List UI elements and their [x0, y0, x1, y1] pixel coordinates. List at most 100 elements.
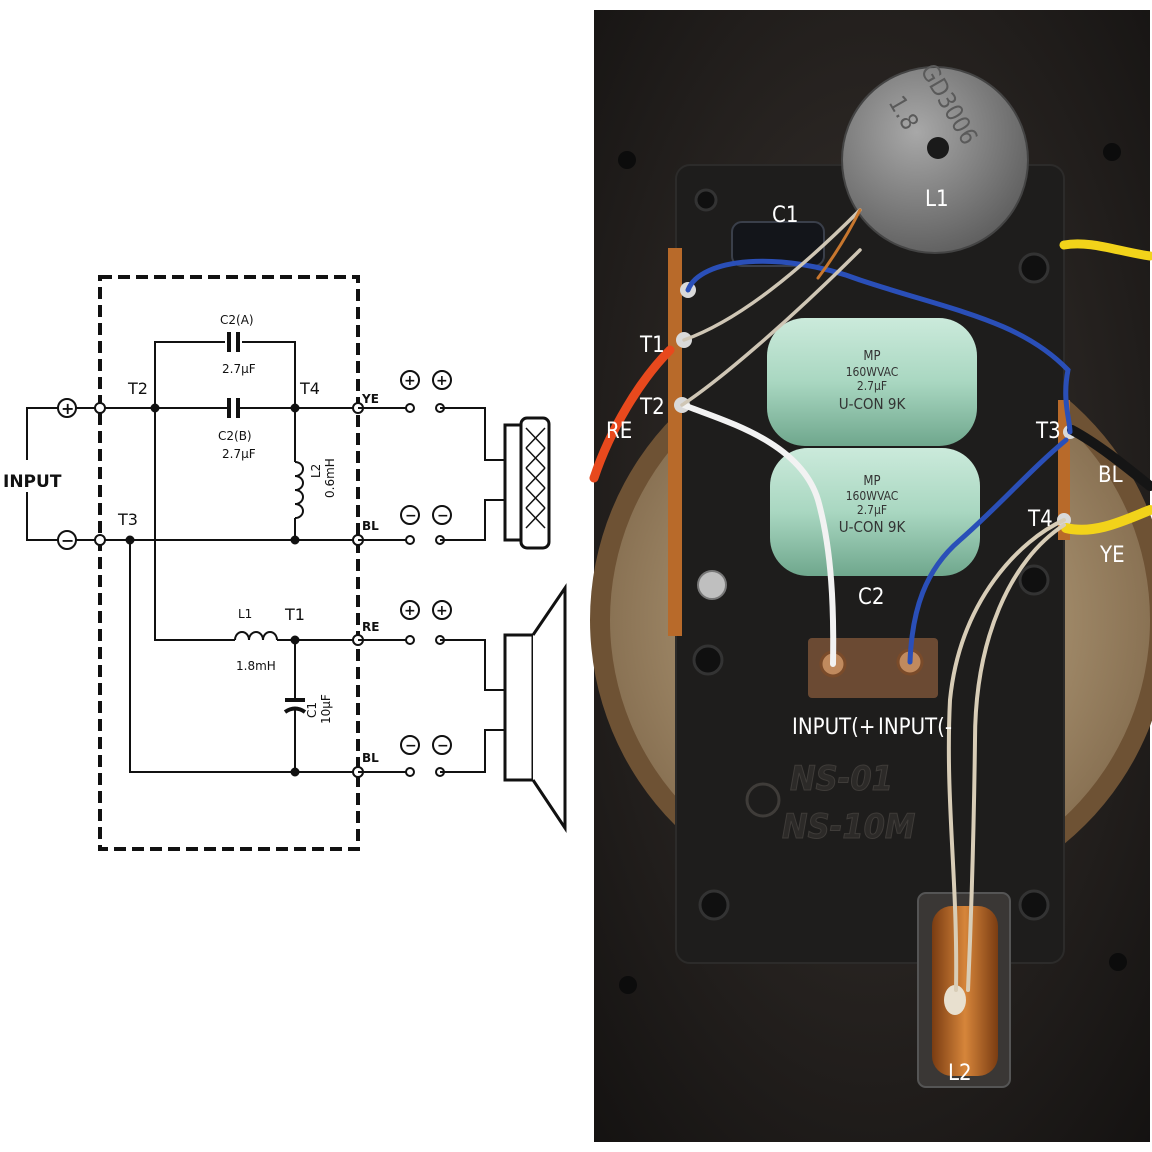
speaker-terminal-4 — [405, 767, 415, 777]
woofer-magnet — [503, 633, 535, 782]
black-wire — [1067, 425, 1152, 491]
yellow-wire-top — [1059, 239, 1152, 261]
c2a-branch — [154, 341, 225, 408]
cap-b-brand: MP — [863, 474, 880, 489]
polarity-minus-sign: − — [437, 738, 449, 754]
cap-a-rating: 160WVAC — [846, 365, 899, 379]
photo-label-t4: T4 — [1027, 507, 1053, 532]
c1-name: C1 — [305, 702, 319, 718]
red-wire — [589, 345, 675, 483]
cap-b-marking: MP 160WVAC 2.7μF U-CON 9K — [839, 474, 907, 536]
photo-label-l2: L2 — [948, 1061, 972, 1086]
woofer-lead-plus — [440, 639, 505, 691]
junction-t1 — [290, 635, 300, 645]
board-boss — [1018, 252, 1050, 284]
c2b-value: 2.7μF — [222, 447, 256, 461]
cap-b-value: 2.7μF — [857, 503, 887, 517]
board-marking-line2: NS-10M — [782, 807, 915, 847]
l2-coil-winding — [932, 906, 998, 1076]
photo-label-input-minus: INPUT(- — [878, 715, 952, 740]
c2a-branch-right — [242, 341, 296, 408]
polarity-minus-sign: − — [437, 508, 449, 524]
input-minus-symbol — [57, 530, 77, 550]
terminal-input-minus — [94, 534, 106, 546]
board-marking-line1: NS-01 — [790, 759, 893, 799]
photo-label-c1: C1 — [772, 203, 798, 228]
copper-lead-l1 — [816, 208, 862, 280]
polarity-minus-sign: − — [405, 738, 417, 754]
l2-coil-core — [944, 985, 966, 1015]
input-minus-sign: − — [61, 531, 74, 550]
polarity-plus-sign: + — [436, 373, 448, 389]
junction-l2-bottom — [290, 535, 300, 545]
board-boss — [698, 889, 730, 921]
polarity-plus-sign: + — [436, 603, 448, 619]
network-enclosure — [98, 275, 360, 851]
speaker-terminal-2 — [405, 535, 415, 545]
photo-label-t1: T1 — [639, 333, 665, 358]
board-boss — [1018, 564, 1050, 596]
polarity-plus-icon — [400, 600, 420, 620]
polarity-minus-icon — [400, 735, 420, 755]
photo-label-c2: C2 — [858, 585, 884, 610]
cap-a-brand: MP — [863, 349, 880, 364]
blue-wire-input — [907, 437, 1069, 665]
wire-label-re: RE — [362, 620, 379, 634]
c2a-value: 2.7μF — [222, 362, 256, 376]
photo-label-input-plus: INPUT(+ — [792, 715, 875, 740]
polarity-plus-sign: + — [404, 373, 416, 389]
crossover-photo: GD3006 1.8 MP 160WVAC 2.7μF U-CON 9K MP … — [589, 10, 1152, 1142]
l1-coil-body — [841, 66, 1029, 254]
clear-wire-l2-b — [966, 523, 1066, 992]
l1-value: 1.8mH — [236, 659, 276, 673]
baffle-hole — [618, 151, 636, 169]
wire-label-ye: YE — [361, 392, 379, 406]
speaker-terminal-3 — [405, 635, 415, 645]
c1-value: 10μF — [319, 694, 333, 724]
l1-name: L1 — [238, 607, 252, 621]
tweeter-body — [503, 423, 523, 542]
t1-label: T1 — [284, 605, 305, 624]
cap-b-series: U-CON 9K — [839, 518, 907, 536]
l2-name: L2 — [309, 464, 323, 478]
photo-label-t2: T2 — [639, 395, 665, 420]
c2-capacitor-b — [770, 448, 980, 576]
cap-a-value: 2.7μF — [857, 379, 887, 393]
polarity-plus-sign: + — [404, 603, 416, 619]
junction-t3 — [125, 535, 135, 545]
l1-coil — [234, 631, 278, 641]
board-boss — [692, 644, 724, 676]
baffle-hole — [1109, 953, 1127, 971]
tweeter-lead-plus — [440, 407, 505, 461]
c2a-name: C2(A) — [220, 313, 254, 327]
c2-capacitor-a — [767, 318, 977, 446]
t4-label: T4 — [299, 379, 320, 398]
polarity-plus-icon — [432, 600, 452, 620]
photo-label-l1: L1 — [925, 187, 949, 212]
tweeter-lead-minus — [440, 499, 505, 541]
baffle-hole — [619, 976, 637, 994]
clear-wire-l2-a — [946, 518, 1066, 992]
input-plus-symbol — [57, 398, 77, 418]
c1-plate-bottom — [283, 706, 307, 714]
photo-label-ye: YE — [1099, 543, 1125, 568]
woofer-lead-minus — [440, 729, 505, 773]
t2-label: T2 — [127, 379, 148, 398]
polarity-minus-icon — [400, 505, 420, 525]
photo-labels: C1 L1 T1 T2 RE T3 BL T4 YE C2 INPUT(+ IN… — [606, 187, 1125, 1086]
clear-wire-b — [680, 248, 862, 407]
board-boss — [1018, 889, 1050, 921]
woofer-return — [129, 540, 358, 773]
woofer-cone — [531, 583, 567, 833]
wire-label-bl-top: BL — [362, 519, 379, 533]
cap-b-rating: 160WVAC — [846, 489, 899, 503]
terminal-input-plus — [94, 402, 106, 414]
t3-label: T3 — [117, 510, 138, 529]
board-boss — [694, 188, 718, 212]
photo-label-bl: BL — [1098, 463, 1123, 488]
terminal-screw — [697, 570, 727, 600]
polarity-minus-sign: − — [405, 508, 417, 524]
polarity-minus-icon — [432, 735, 452, 755]
l1-coil-center — [927, 137, 949, 159]
